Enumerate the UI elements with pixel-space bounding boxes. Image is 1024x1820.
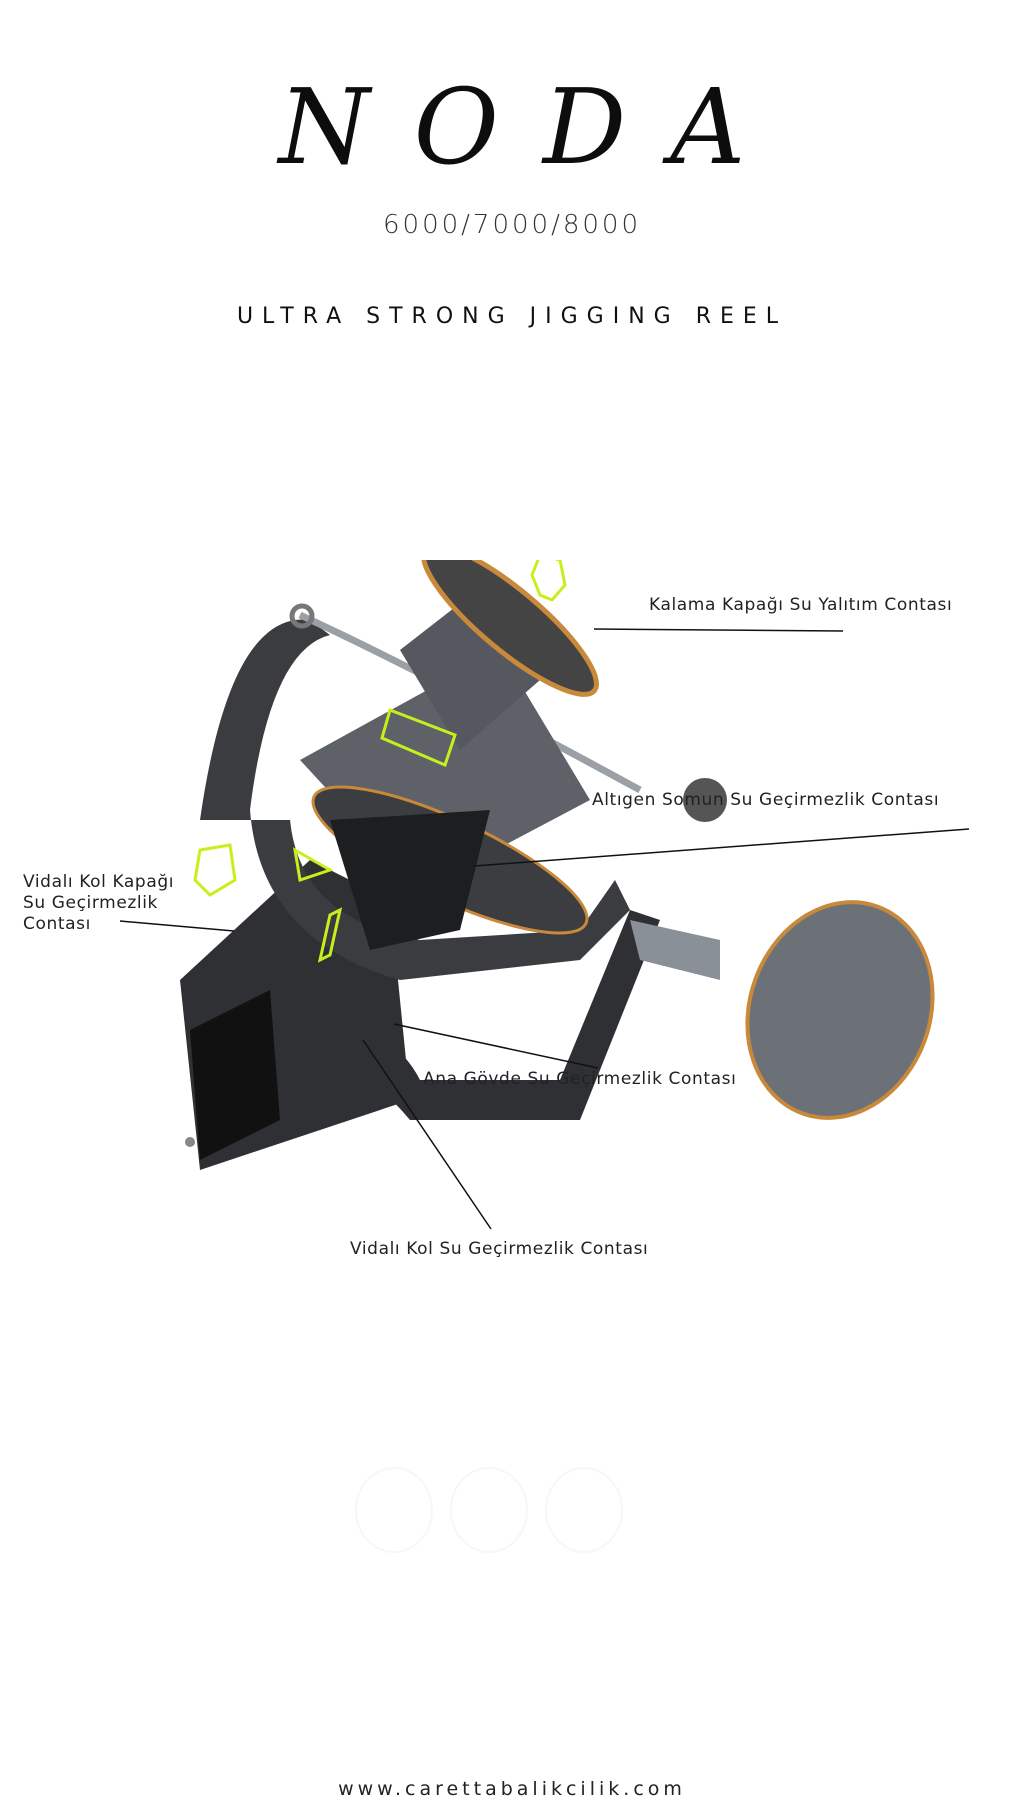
callout-handle-cap: Vidalı Kol Kapağı Su Geçirmezlik Contası: [23, 872, 175, 934]
website-link[interactable]: www.carettabalikcilik.com: [338, 1778, 686, 1800]
faint-feature-icons: [355, 1467, 623, 1553]
fishing-reel-image: [180, 560, 935, 1170]
tagline: ULTRA STRONG JIGGING REEL: [236, 304, 788, 329]
callout-spool-cap: Kalama Kapağı Su Yalıtım Contası: [649, 595, 953, 615]
seal-highlights: [193, 560, 567, 963]
callout-hex-nut: Altıgen Somun Su Geçirmezlik Contası: [592, 790, 940, 810]
brand-title: NODA: [278, 66, 790, 188]
callout-main-body: Ana Gövde Su Geçirmezlik Contası: [423, 1069, 737, 1089]
model-numbers: 6000/7000/8000: [382, 210, 642, 240]
callout-handle-screw: Vidalı Kol Su Geçirmezlik Contası: [350, 1239, 649, 1259]
